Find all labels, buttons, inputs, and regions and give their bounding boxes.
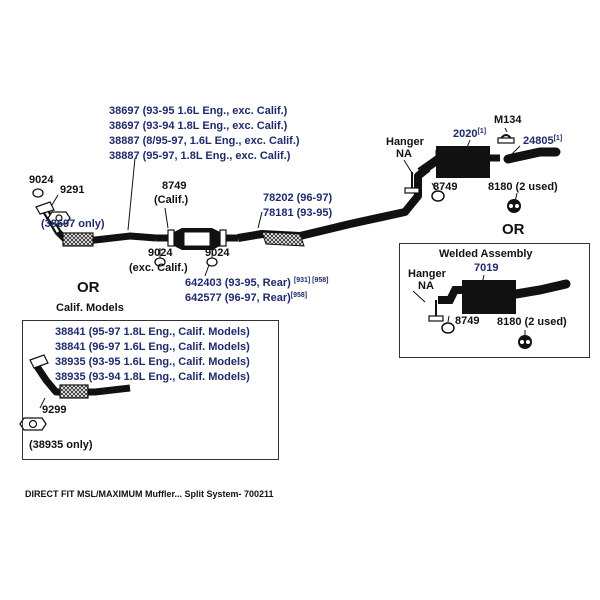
ring-gasket-icon — [32, 188, 44, 198]
welded-assembly-title: Welded Assembly — [439, 248, 533, 260]
label-9024-exc: 9024 — [148, 247, 173, 259]
label-na-welded: NA — [418, 280, 434, 292]
gasket-9299-icon — [19, 417, 47, 431]
or-label-left: OR — [77, 279, 100, 296]
label-642403: 642403 (93-95, Rear) [931] [958] — [185, 277, 329, 289]
part-list-item: 38697 (93-95 1.6L Eng., exc. Calif.) — [109, 105, 288, 117]
calif-list-item: 38841 (96-97 1.6L Eng., Calif. Models) — [55, 341, 250, 353]
welded-muffler — [428, 279, 571, 322]
calif-models-box — [22, 320, 279, 460]
part-list-item: 38887 (8/95-97, 1.6L Eng., exc. Calif.) — [109, 135, 300, 147]
label-9299: 9299 — [42, 404, 67, 416]
label-8749-right: 8749 — [433, 181, 458, 193]
or-label-right: OR — [502, 221, 525, 238]
intermediate-pipe — [237, 164, 431, 247]
hanger-8180-icon — [507, 199, 521, 213]
part-list-item: 38697 (93-94 1.8L Eng., exc. Calif.) — [109, 120, 288, 132]
label-9024-right: 9024 — [205, 247, 230, 259]
ring-8749-icon — [431, 190, 445, 202]
hanger-8180-welded-icon — [518, 335, 532, 349]
note-642403: [931] [958] — [293, 277, 329, 284]
clamp-m134-icon — [497, 134, 515, 144]
leader-lines — [39, 127, 526, 409]
ring-9024-icon — [154, 257, 166, 267]
flange-calif-icon — [29, 354, 49, 369]
hanger-top-icon — [404, 172, 420, 194]
label-hanger-top: Hanger — [386, 136, 424, 148]
label-9024-top: 9024 — [29, 174, 54, 186]
label-8749-calif-sub: (Calif.) — [154, 194, 189, 206]
catalytic-converter — [156, 228, 238, 250]
label-38697-only: (38697 only) — [41, 218, 105, 230]
part-list-item: 38887 (95-97, 1.8L Eng., exc. Calif.) — [109, 150, 291, 162]
label-24805: 24805[1] — [523, 135, 563, 147]
calif-models-heading: Calif. Models — [56, 302, 124, 314]
label-642577: 642577 (96-97, Rear)[958] — [185, 292, 308, 304]
label-9024-exc-sub: (exc. Calif.) — [129, 262, 188, 274]
flex-mesh-icon — [62, 232, 94, 247]
tailpipe-24805 — [503, 147, 561, 164]
label-8749-welded: 8749 — [455, 315, 480, 327]
muffler-top — [417, 146, 500, 178]
note-24805: [1] — [553, 135, 563, 142]
flange-icon — [35, 201, 55, 215]
flex-mesh-calif-icon — [59, 384, 89, 399]
front-pipe-calif — [29, 354, 131, 399]
label-38935-only: (38935 only) — [29, 439, 93, 451]
gasket-9291-icon — [47, 211, 71, 225]
diagram-footer-caption: DIRECT FIT MSL/MAXIMUM Muffler... Split … — [25, 489, 274, 499]
calif-list-item: 38935 (93-94 1.8L Eng., Calif. Models) — [55, 371, 250, 383]
calif-list-item: 38935 (93-95 1.6L Eng., Calif. Models) — [55, 356, 250, 368]
label-2020: 2020[1] — [453, 128, 487, 140]
front-pipe-top — [35, 201, 157, 247]
label-na-top: NA — [396, 148, 412, 160]
ring-8749-welded-icon — [441, 322, 455, 334]
label-78181: 78181 (93-95) — [263, 207, 333, 219]
calif-list-item: 38841 (95-97 1.8L Eng., Calif. Models) — [55, 326, 250, 338]
note-642577: [958] — [290, 292, 308, 299]
label-78202: 78202 (96-97) — [263, 192, 333, 204]
label-m134: M134 — [494, 114, 522, 126]
label-7019: 7019 — [474, 262, 499, 274]
welded-assembly-box — [399, 243, 590, 358]
ring-9024-right-icon — [206, 257, 218, 267]
label-8749-calif: 8749 — [162, 180, 187, 192]
label-8180-right: 8180 (2 used) — [488, 181, 558, 193]
note-2020: [1] — [477, 128, 487, 135]
label-8180-welded: 8180 (2 used) — [497, 316, 567, 328]
label-hanger-welded: Hanger — [408, 268, 446, 280]
resonator-mesh-icon — [261, 231, 305, 247]
label-9291: 9291 — [60, 184, 85, 196]
